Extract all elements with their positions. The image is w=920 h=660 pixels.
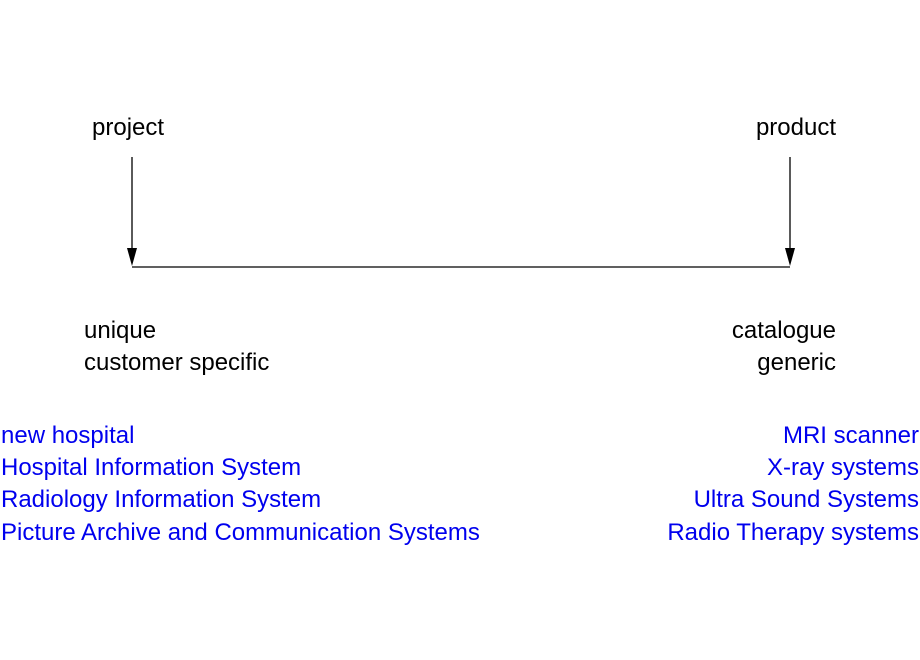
- product-arrowhead: [785, 248, 795, 266]
- left-trait-2: customer specific: [84, 349, 270, 376]
- left-example-1: new hospital: [1, 422, 135, 449]
- right-example-1: MRI scanner: [782, 422, 919, 449]
- left-example-2: Hospital Information System: [1, 454, 302, 481]
- right-example-2: X-ray systems: [766, 454, 919, 481]
- right-example-3: Ultra Sound Systems: [693, 486, 919, 513]
- right-trait-1: catalogue: [731, 317, 836, 344]
- left-trait-1: unique: [84, 317, 157, 344]
- product-label: product: [755, 114, 836, 141]
- left-example-3: Radiology Information System: [1, 486, 322, 513]
- project-label: project: [92, 114, 165, 141]
- right-example-4: Radio Therapy systems: [667, 519, 919, 546]
- project-arrowhead: [127, 248, 137, 266]
- left-example-4: Picture Archive and Communication System…: [1, 519, 480, 546]
- right-trait-2: generic: [757, 349, 836, 376]
